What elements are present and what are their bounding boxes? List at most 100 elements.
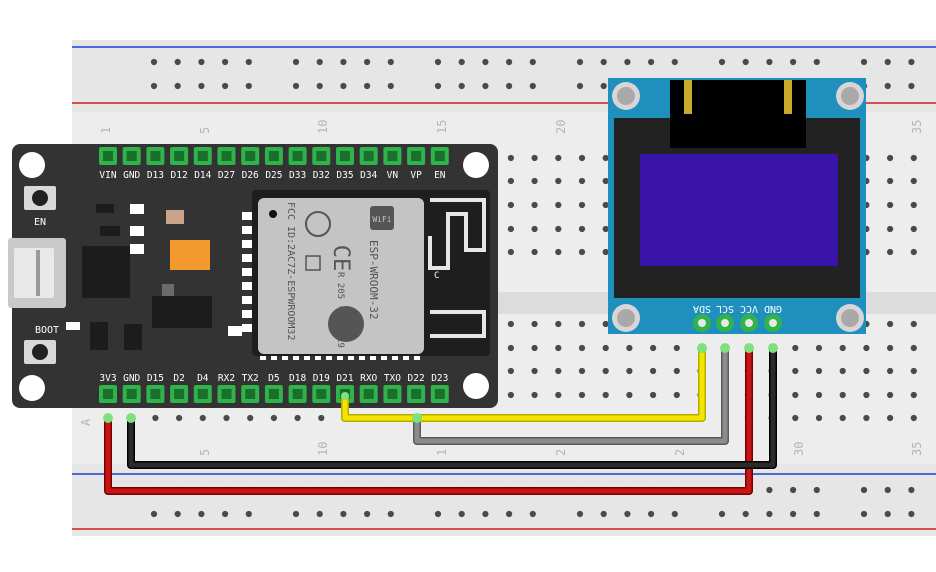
pin-pad xyxy=(197,389,208,399)
hole xyxy=(578,248,586,256)
rail-hole xyxy=(222,510,229,518)
rail-hole xyxy=(150,58,158,66)
hole xyxy=(555,177,562,185)
module-shield xyxy=(258,198,424,354)
col-label: 2 xyxy=(673,449,687,456)
hole xyxy=(531,225,538,233)
oled-header-pins xyxy=(693,314,782,332)
rail-hole xyxy=(718,58,726,66)
hole xyxy=(815,367,823,375)
oled-pin-hole xyxy=(745,319,753,327)
rail-hole xyxy=(718,510,726,518)
rail-hole xyxy=(364,82,371,90)
pin-pad xyxy=(434,151,445,161)
col-label: 10 xyxy=(316,442,330,456)
rail-hole xyxy=(884,82,891,90)
mount-hole xyxy=(463,373,489,399)
hole xyxy=(555,320,562,328)
pin-pad xyxy=(292,151,303,161)
fcc-logo xyxy=(305,211,331,237)
hole xyxy=(318,414,325,422)
pin-label-d35: D35 xyxy=(336,170,353,181)
hole xyxy=(578,201,586,209)
hole xyxy=(792,414,799,422)
hole xyxy=(863,414,870,422)
pin-pad xyxy=(363,389,374,399)
hole xyxy=(507,154,514,162)
hole xyxy=(247,414,254,422)
pin-pad xyxy=(174,151,185,161)
hole xyxy=(910,248,917,256)
pin-pad xyxy=(245,389,256,399)
hole xyxy=(910,391,917,399)
pin-pad xyxy=(245,151,256,161)
rail-hole xyxy=(434,510,442,518)
hole xyxy=(650,344,657,352)
hole xyxy=(673,344,680,352)
rail-hole xyxy=(292,58,300,66)
hole xyxy=(578,344,586,352)
mount-hole xyxy=(463,152,489,178)
pin-label-d21: D21 xyxy=(336,373,353,384)
rail-hole xyxy=(316,58,323,66)
module-castellations xyxy=(242,212,254,332)
rail-hole xyxy=(458,58,465,66)
pin-label-en: EN xyxy=(434,170,446,181)
rail-hole xyxy=(150,510,158,518)
col-label: 10 xyxy=(316,120,330,134)
rail-hole xyxy=(506,82,513,90)
pin-pad xyxy=(103,389,113,399)
rail-hole xyxy=(671,58,678,66)
col-label: 1 xyxy=(435,449,449,456)
rail-hole xyxy=(742,58,749,66)
wires-back xyxy=(413,350,729,445)
hole xyxy=(507,201,514,209)
rail-hole xyxy=(245,82,252,90)
mount-hole xyxy=(19,375,45,401)
hole xyxy=(602,320,609,328)
rail-hole xyxy=(387,510,394,518)
mount-hole xyxy=(19,152,45,178)
hole xyxy=(650,367,657,375)
pin-pad xyxy=(411,389,422,399)
boot-label: BOOT xyxy=(35,325,59,336)
pin-label-d32: D32 xyxy=(313,170,330,181)
espressif-logo xyxy=(328,306,364,342)
hole xyxy=(555,225,562,233)
pin-pad xyxy=(316,389,327,399)
rail-hole xyxy=(529,82,536,90)
oled-pin-label-scl: SCL xyxy=(716,303,734,314)
rail-hole xyxy=(292,82,300,90)
rail-hole xyxy=(790,486,797,494)
ce-mark: CE xyxy=(328,245,353,272)
pin-pad xyxy=(316,151,327,161)
rail-hole xyxy=(766,510,773,518)
pin-pad xyxy=(363,151,374,161)
pin-label-vp: VP xyxy=(410,170,422,181)
pin-label-d23: D23 xyxy=(431,373,448,384)
pin-pad xyxy=(340,151,350,161)
hole xyxy=(815,391,823,399)
hole xyxy=(507,391,514,399)
hole xyxy=(152,414,159,422)
pin-pad xyxy=(268,151,279,161)
rail-hole xyxy=(482,510,489,518)
pin-pad xyxy=(126,151,137,161)
rail-hole xyxy=(648,58,655,66)
hole xyxy=(602,391,609,399)
rail-hole xyxy=(434,58,442,66)
wire-ends xyxy=(103,343,778,423)
hole xyxy=(910,154,917,162)
rail-hole xyxy=(576,58,584,66)
wire-black-gnd xyxy=(128,348,776,468)
rail-hole xyxy=(529,510,536,518)
rail-hole xyxy=(198,510,205,518)
hole xyxy=(887,320,894,328)
hole xyxy=(839,414,846,422)
hole xyxy=(887,367,894,375)
oled-pin-label-sda: SDA xyxy=(693,303,711,314)
hole xyxy=(578,154,586,162)
rail-hole xyxy=(150,82,158,90)
hole xyxy=(815,414,823,422)
hole xyxy=(578,367,586,375)
